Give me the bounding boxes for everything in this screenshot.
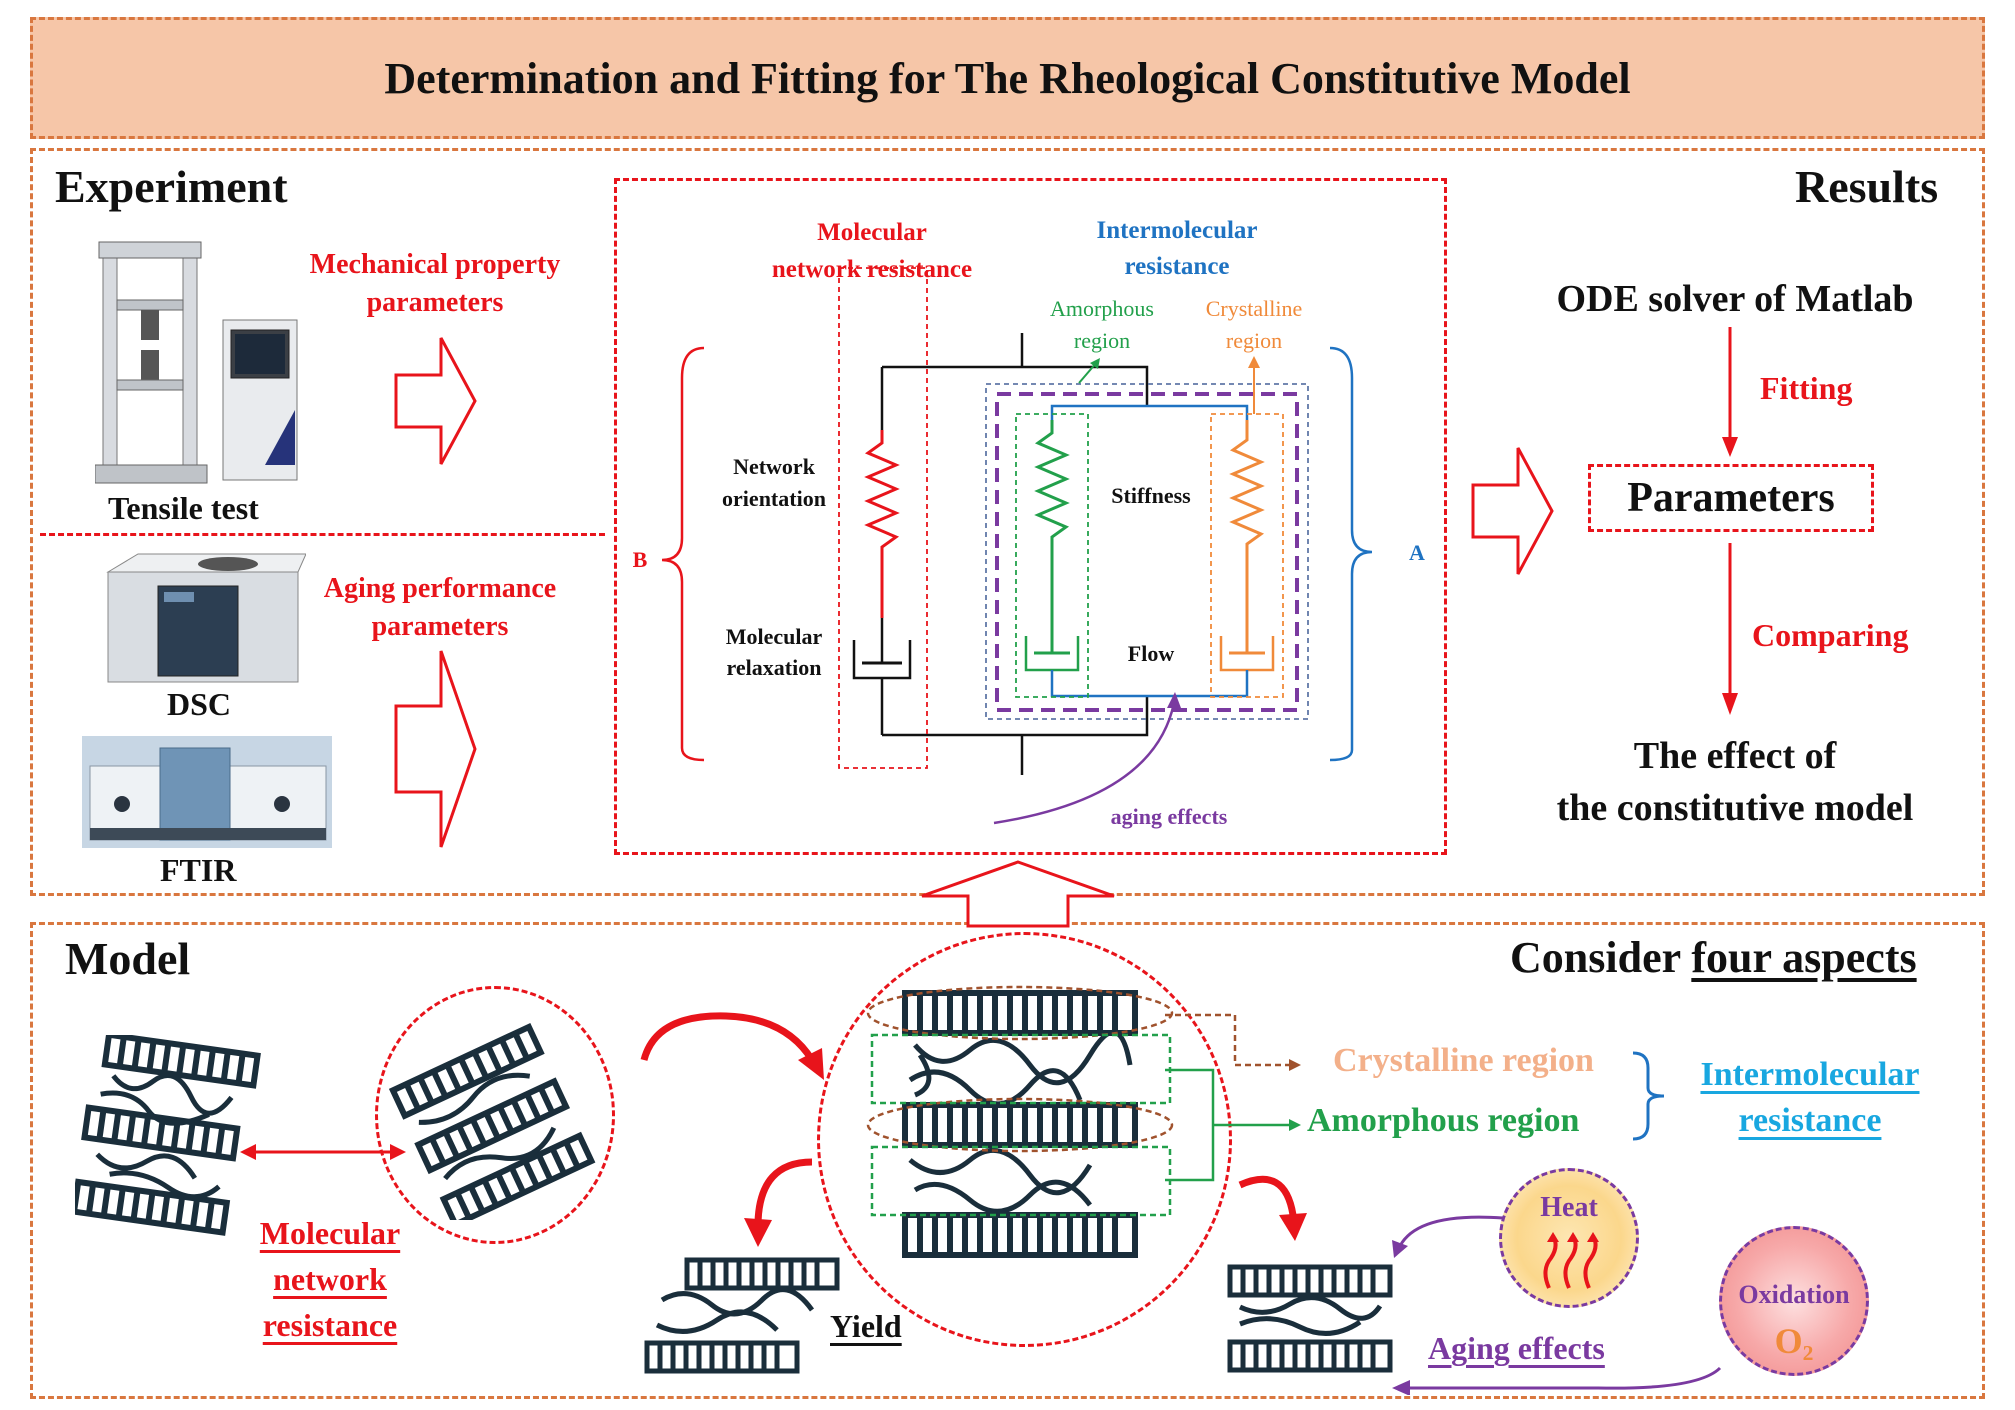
ftir-instrument-image — [82, 736, 332, 848]
schematic-intermolecular-line2: resistance — [1124, 253, 1229, 280]
schematic-molecular-relaxation-line2: relaxation — [727, 655, 822, 680]
yield-label: Yield — [830, 1308, 902, 1344]
schematic-flow-label: Flow — [1128, 641, 1175, 666]
schematic-amorphous-line2: region — [1074, 328, 1130, 353]
polymer-cluster-aged — [1227, 1264, 1393, 1373]
tensile-machine-image — [95, 241, 298, 484]
intermolecular-line2: resistance — [1738, 1102, 1882, 1139]
tensile-label: Tensile test — [108, 490, 259, 526]
crystalline-region-label: Crystalline region — [1333, 1042, 1594, 1079]
mech-params-label: Mechanical property parameters — [285, 246, 585, 322]
mech-params-line1: Mechanical property — [309, 249, 561, 280]
crystalline-spring — [1229, 420, 1265, 653]
schematic-molecular-relaxation-line1: Molecular — [726, 624, 823, 649]
curved-arrow-right — [640, 1012, 824, 1080]
schematic-amorphous-line1: Amorphous — [1050, 296, 1154, 321]
effect-line2: the constitutive model — [1556, 787, 1914, 829]
ode-solver-label: ODE solver of Matlab — [1556, 278, 1914, 320]
consider-emphasis: four aspects — [1691, 933, 1917, 982]
curved-arrow-yield — [744, 1158, 813, 1247]
effect-line1: The effect of — [1633, 735, 1837, 777]
schematic-molecular-network-line2: network resistance — [772, 256, 972, 283]
polymer-cluster-yield — [644, 1257, 840, 1374]
molecular-network-line1: Molecular — [259, 1215, 401, 1251]
region-connectors — [1165, 1013, 1301, 1182]
heat-circle — [1499, 1168, 1639, 1308]
curved-arrow-aged — [1238, 1175, 1307, 1241]
schematic-intermolecular-line1: Intermolecular — [1096, 217, 1257, 244]
consider-prefix: Consider — [1510, 933, 1692, 982]
schematic-crystalline-line1: Crystalline — [1206, 296, 1303, 321]
ftir-label: FTIR — [160, 852, 237, 888]
hollow-arrow-up — [921, 860, 1115, 928]
molecular-network-line3: resistance — [262, 1307, 398, 1343]
network-ellipse — [375, 986, 615, 1244]
experiment-heading: Experiment — [55, 161, 288, 212]
parameters-label: Parameters — [1627, 475, 1835, 521]
dsc-label: DSC — [167, 686, 232, 722]
parameters-box: Parameters — [1588, 464, 1874, 532]
heat-icon — [1543, 1232, 1599, 1289]
center-polymer-stack — [866, 985, 1174, 1258]
network-spring — [864, 430, 900, 618]
hollow-arrow-right-1 — [394, 337, 477, 465]
intermolecular-label: Intermolecular resistance — [1680, 1052, 1940, 1144]
schematic-aging-effects-label: aging effects — [1111, 804, 1228, 829]
aging-params-label: Aging performance parameters — [290, 570, 590, 646]
amorphous-spring — [1034, 420, 1070, 653]
aging-params-line2: parameters — [371, 611, 509, 642]
constitutive-schematic: Molecular network resistance Intermolecu… — [633, 217, 1425, 829]
brace-b-label: B — [633, 547, 648, 572]
aging-effects-label: Aging effects — [1428, 1330, 1605, 1366]
schematic-network-orientation-line2: orientation — [722, 486, 826, 511]
molecular-network-line2: network — [273, 1261, 387, 1297]
dsc-instrument-image — [106, 553, 306, 683]
page-title: Determination and Fitting for The Rheolo… — [384, 53, 1631, 103]
center-circle — [817, 932, 1232, 1347]
region-brace — [1632, 1051, 1665, 1141]
polymer-cluster-rotated — [388, 1022, 596, 1220]
aging-params-line1: Aging performance — [323, 573, 557, 604]
effect-label: The effect of the constitutive model — [1500, 730, 1970, 834]
oxidation-label: Oxidation — [1738, 1280, 1850, 1309]
hollow-arrow-right-3 — [1471, 447, 1554, 575]
results-heading: Results — [1795, 161, 1939, 212]
model-heading: Model — [65, 933, 191, 984]
brace-a — [1329, 346, 1373, 762]
polymer-cluster-left — [75, 1035, 261, 1236]
results-flow-arrows — [1722, 327, 1738, 715]
heat-label: Heat — [1540, 1192, 1598, 1223]
brace-a-label: A — [1409, 540, 1425, 565]
molecular-network-label: Molecular network resistance — [230, 1210, 430, 1348]
schematic-frame — [614, 178, 1447, 855]
title-band: Determination and Fitting for The Rheolo… — [30, 17, 1985, 139]
brace-b — [661, 346, 705, 762]
schematic-stiffness-label: Stiffness — [1111, 483, 1191, 508]
oxidation-circle — [1719, 1226, 1869, 1376]
fitting-label: Fitting — [1760, 370, 1853, 406]
schematic-network-orientation-line1: Network — [733, 454, 816, 479]
consider-heading: Consider four aspects — [1510, 932, 1917, 983]
mech-params-line2: parameters — [366, 287, 504, 318]
intermolecular-line1: Intermolecular — [1700, 1056, 1920, 1093]
aging-arrows — [1392, 1215, 1722, 1395]
hollow-arrow-right-2 — [394, 650, 477, 848]
amorphous-region-label: Amorphous region — [1307, 1102, 1580, 1139]
o2-icon: O₂ — [1774, 1321, 1814, 1361]
schematic-molecular-network-line1: Molecular — [817, 219, 927, 246]
comparing-label: Comparing — [1752, 617, 1909, 653]
schematic-crystalline-line2: region — [1226, 328, 1282, 353]
experiment-divider — [40, 533, 605, 536]
